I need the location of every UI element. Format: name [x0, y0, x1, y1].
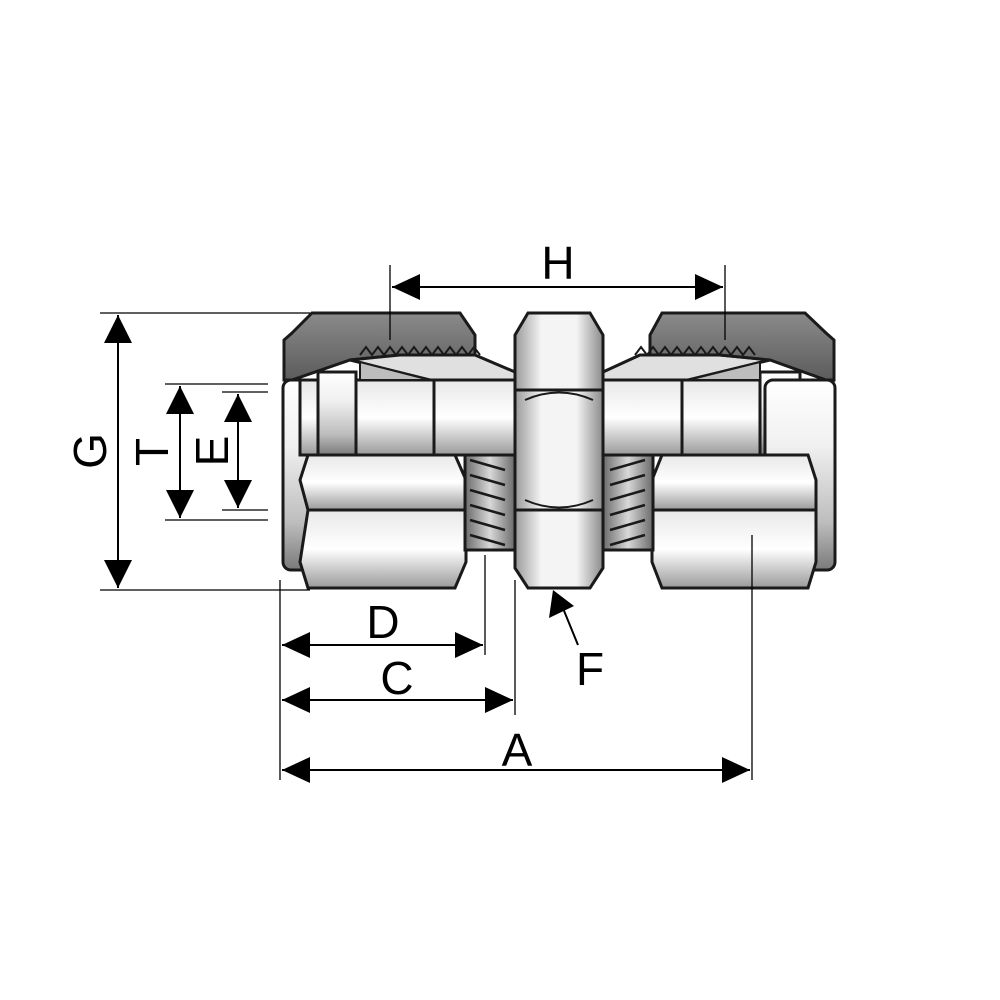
label-G: G: [64, 433, 116, 469]
center-hex-bottom: [513, 508, 605, 590]
dimension-T: [166, 386, 194, 518]
right-nut-hex-lower: [650, 508, 818, 590]
extension-lines: [100, 265, 753, 780]
left-ferrule: [298, 353, 517, 457]
dimension-C: [282, 687, 513, 713]
right-nut: [648, 311, 837, 590]
center-hex-top: [513, 311, 605, 392]
right-thread: [601, 345, 756, 552]
left-nut-hex-lower: [298, 508, 468, 590]
dimension-G: [104, 315, 132, 588]
center-hex-mid: [513, 388, 605, 512]
label-C: C: [380, 652, 413, 704]
left-nut-hex-upper: [298, 453, 468, 512]
left-thread: [359, 345, 517, 552]
label-F: F: [576, 643, 604, 695]
right-nut-hex-upper: [650, 453, 818, 512]
label-T: T: [126, 438, 178, 466]
right-nut-section: [648, 311, 836, 382]
center-hex-body: [513, 311, 605, 590]
dimension-A: [282, 757, 750, 783]
dimension-D: [282, 632, 483, 658]
dimension-E: [224, 394, 252, 508]
label-D: D: [366, 596, 399, 648]
dimension-H: [392, 274, 723, 300]
label-E: E: [186, 436, 238, 467]
label-A: A: [502, 724, 533, 776]
label-H: H: [541, 237, 574, 289]
dimension-F-leader: [549, 590, 579, 646]
